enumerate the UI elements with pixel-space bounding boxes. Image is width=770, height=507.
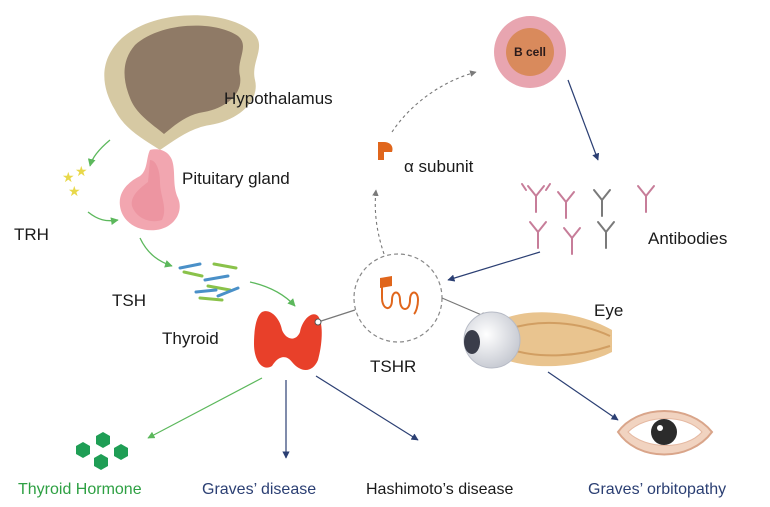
star-icon: ★ [62, 169, 75, 185]
b-cell-nucleus [506, 28, 554, 76]
star-icon: ★ [68, 183, 81, 199]
arrow-eye-orbitopathy [547, 371, 619, 421]
tshr-receptor-circle [353, 253, 443, 343]
thyroid-illustration [254, 311, 322, 370]
alpha-subunit-icon [378, 142, 393, 160]
label-tshr: TSHR [370, 357, 416, 376]
arrow-thyroid-hormone [147, 377, 263, 439]
label-graves-orbitopathy: Graves’ orbitopathy [588, 481, 726, 498]
label-thyroid-hormone: Thyroid Hormone [18, 481, 142, 498]
arrow-antibodies-tshr [447, 251, 541, 282]
tshr-receptor-head [380, 276, 392, 288]
connector-end-dot [314, 318, 322, 326]
hypothalamus-illustration [104, 15, 260, 151]
arrow-pituitary-tsh [139, 237, 173, 268]
label-graves-disease: Graves’ disease [202, 481, 316, 498]
connector-tshr-eye [441, 297, 485, 317]
label-hashimoto-disease: Hashimoto’s disease [366, 481, 513, 498]
arrow-tshr-alpha [372, 189, 385, 255]
star-icon: ★ [75, 163, 88, 179]
arrow-hypothalamus-trh [87, 139, 111, 167]
label-antibodies: Antibodies [648, 229, 727, 248]
orbitopathy-eye-illustration [616, 410, 714, 456]
antibodies-illustration [521, 183, 655, 255]
label-thyroid: Thyroid [162, 329, 219, 348]
eye-illustration [463, 311, 612, 369]
label-hypothalamus: Hypothalamus [224, 89, 333, 108]
connector-thyroid-tshr [317, 309, 356, 323]
arrow-thyroid-hashimoto [315, 375, 419, 441]
label-trh: TRH [14, 225, 49, 244]
label-alpha-subunit: α subunit [404, 157, 474, 176]
tshr-receptor-icon [381, 278, 420, 315]
label-eye: Eye [594, 301, 623, 320]
pituitary-gland-illustration [119, 149, 180, 231]
trh-stars: ★ ★ ★ [62, 163, 88, 199]
thyroid-hormone-illustration [76, 432, 128, 470]
label-pituitary-gland: Pituitary gland [182, 169, 290, 188]
label-tsh: TSH [112, 291, 146, 310]
arrow-tsh-thyroid [249, 281, 296, 307]
tsh-molecules [178, 262, 240, 302]
arrow-bcell-antibodies [567, 79, 600, 161]
label-b-cell: B cell [514, 45, 546, 59]
arrow-alpha-bcell [391, 70, 477, 133]
arrow-trh-pituitary [87, 211, 119, 225]
